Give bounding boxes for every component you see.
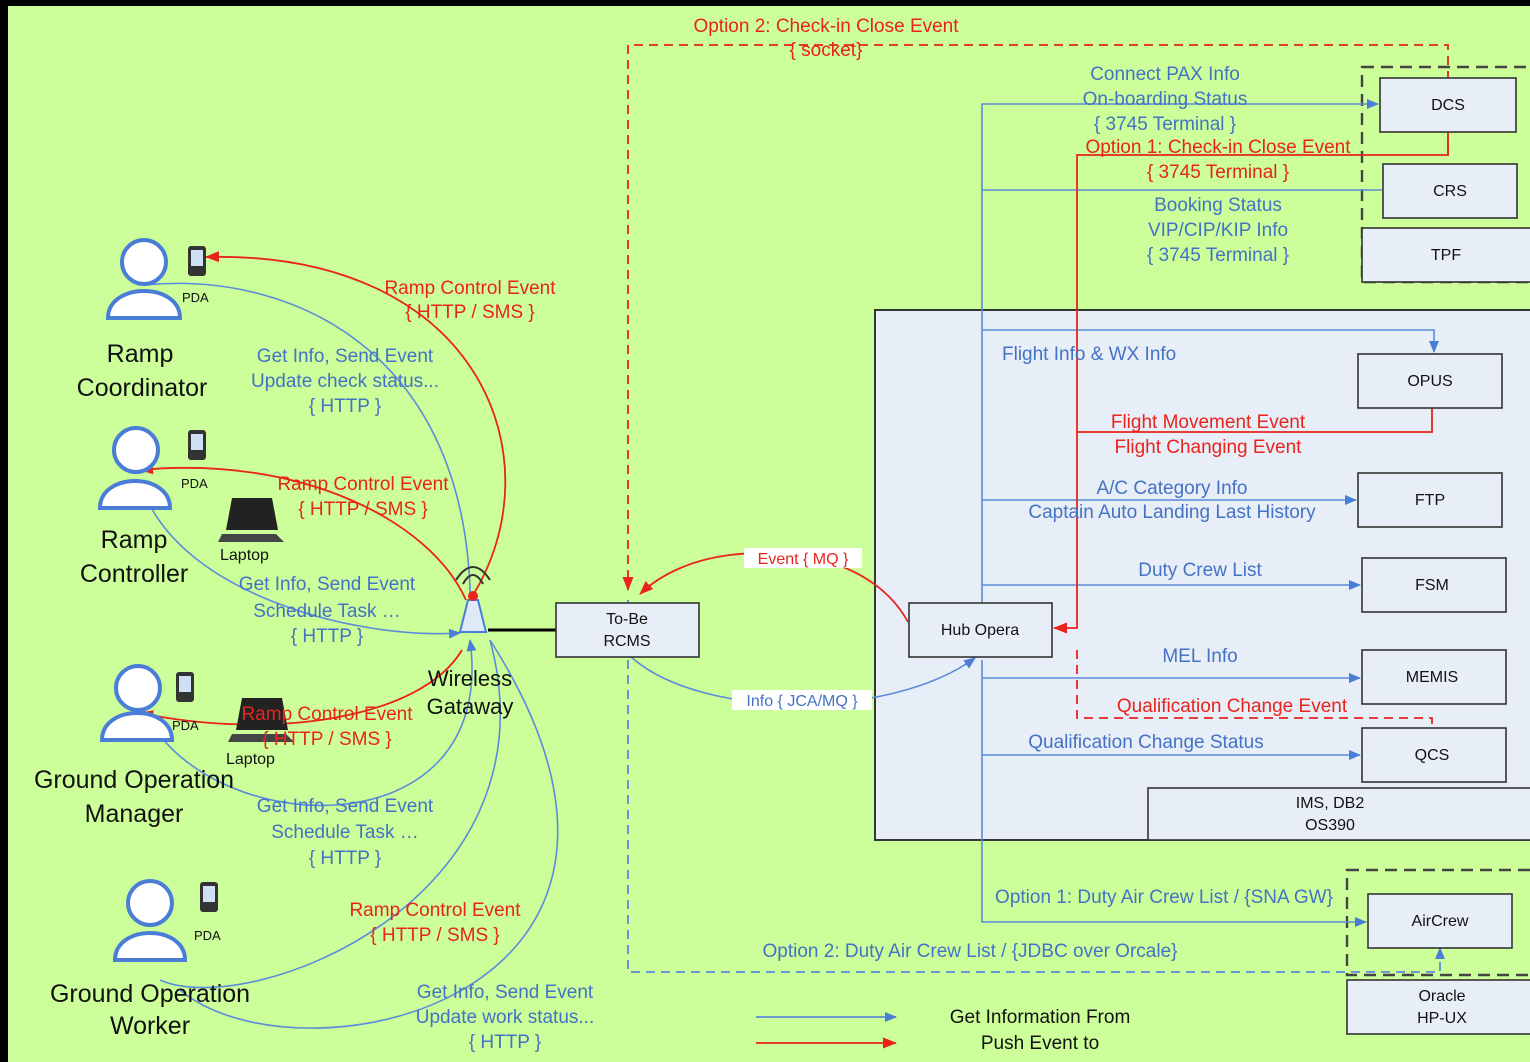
duty-crew-label: Duty Crew List — [1138, 560, 1262, 581]
booking-label-2: VIP/CIP/KIP Info — [1148, 220, 1288, 241]
flight-change-label: Flight Changing Event — [1115, 437, 1303, 458]
flight-wx-label: Flight Info & WX Info — [1002, 344, 1176, 365]
rcms-box[interactable]: To-Be RCMS — [556, 603, 699, 657]
wireless-label-1: Wireless — [428, 666, 512, 691]
get2-label-2: Schedule Task … — [253, 601, 401, 622]
ramp-coordinator-name-2: Coordinator — [77, 374, 208, 402]
get4-label-1: Get Info, Send Event — [417, 982, 594, 1003]
rce1-label-1: Ramp Control Event — [384, 278, 556, 299]
ground-operation-worker-name-2: Worker — [110, 1012, 190, 1040]
opt1-aircrew-label: Option 1: Duty Air Crew List / {SNA GW} — [995, 887, 1333, 908]
get4-label-2: Update work status... — [416, 1007, 594, 1028]
dcs-label: DCS — [1431, 97, 1465, 114]
pda-icon — [188, 246, 206, 276]
get1-label-2: Update check status... — [251, 371, 439, 392]
mel-label: MEL Info — [1162, 646, 1237, 667]
hub-opera-label: Hub Opera — [941, 622, 1019, 639]
qcs-label: QCS — [1415, 747, 1450, 764]
rcms-label-1: To-Be — [606, 611, 648, 628]
event-mq-label: Event { MQ } — [758, 551, 849, 568]
hub-opera-box[interactable]: Hub Opera — [909, 603, 1052, 657]
rce2-label-1: Ramp Control Event — [277, 474, 449, 495]
crs-label: CRS — [1433, 183, 1467, 200]
pda-label: PDA — [172, 718, 199, 733]
opt2-aircrew-label: Option 2: Duty Air Crew List / {JDBC ove… — [763, 941, 1178, 962]
oracle-label-2: HP-UX — [1417, 1010, 1467, 1027]
opt2-checkin-label-1: Option 2: Check-in Close Event — [693, 16, 959, 37]
opt2-checkin-label-2: { socket} — [790, 40, 863, 61]
rce3-label-1: Ramp Control Event — [241, 704, 413, 725]
dcs-box[interactable]: DCS — [1380, 78, 1516, 132]
pda-icon — [176, 672, 194, 702]
flight-move-label: Flight Movement Event — [1111, 412, 1306, 433]
info-jca-label: Info { JCA/MQ } — [746, 693, 858, 710]
get2-label-1: Get Info, Send Event — [239, 574, 416, 595]
rce1-label-2: { HTTP / SMS } — [405, 302, 535, 323]
legend-label-get: Get Information From — [950, 1007, 1131, 1028]
ftp-label: FTP — [1415, 492, 1445, 509]
oracle-label-1: Oracle — [1418, 988, 1465, 1005]
pda-label: PDA — [182, 290, 209, 305]
booking-label-3: { 3745 Terminal } — [1147, 245, 1289, 266]
ftp-box[interactable]: FTP — [1358, 473, 1502, 527]
qcs-box[interactable]: QCS — [1362, 728, 1506, 782]
crs-box[interactable]: CRS — [1383, 164, 1517, 218]
rcms-label-2: RCMS — [603, 633, 650, 650]
rce4-label-1: Ramp Control Event — [349, 900, 521, 921]
ims-box[interactable]: IMS, DB2 OS390 — [1148, 788, 1530, 840]
ims-label-2: OS390 — [1305, 817, 1355, 834]
ramp-controller-name-2: Controller — [80, 560, 188, 588]
opus-label: OPUS — [1407, 373, 1452, 390]
ground-operation-manager-name-1: Ground Operation — [34, 766, 234, 794]
ramp-coordinator-name-1: Ramp — [107, 340, 174, 368]
pda-label: PDA — [181, 476, 208, 491]
memis-label: MEMIS — [1406, 669, 1458, 686]
tpf-box[interactable]: TPF — [1362, 228, 1530, 282]
wireless-label-2: Gataway — [427, 694, 514, 719]
get3-label-3: { HTTP } — [309, 848, 382, 869]
pax-label-2: On-boarding Status — [1083, 89, 1248, 110]
pda-icon — [188, 430, 206, 460]
captain-label: Captain Auto Landing Last History — [1028, 502, 1316, 523]
rce4-label-2: { HTTP / SMS } — [370, 925, 500, 946]
aircrew-box[interactable]: AirCrew — [1368, 894, 1512, 948]
pax-label-1: Connect PAX Info — [1090, 64, 1240, 85]
ground-operation-worker-name-1: Ground Operation — [50, 980, 250, 1008]
laptop-label: Laptop — [220, 547, 269, 564]
rce3-label-2: { HTTP / SMS } — [262, 729, 392, 750]
get2-label-3: { HTTP } — [291, 626, 364, 647]
opus-box[interactable]: OPUS — [1358, 354, 1502, 408]
fsm-box[interactable]: FSM — [1362, 558, 1506, 612]
opt1-checkin-label-2: { 3745 Terminal } — [1147, 162, 1289, 183]
legend-label-push: Push Event to — [981, 1033, 1099, 1054]
memis-box[interactable]: MEMIS — [1362, 650, 1506, 704]
pda-icon — [200, 882, 218, 912]
oracle-box[interactable]: Oracle HP-UX — [1347, 980, 1530, 1034]
aircrew-label: AirCrew — [1412, 913, 1469, 930]
pax-label-3: { 3745 Terminal } — [1094, 114, 1236, 135]
opt1-checkin-label-1: Option 1: Check-in Close Event — [1085, 137, 1351, 158]
get1-label-1: Get Info, Send Event — [257, 346, 434, 367]
get4-label-3: { HTTP } — [469, 1032, 542, 1053]
booking-label-1: Booking Status — [1154, 195, 1282, 216]
tpf-label: TPF — [1431, 247, 1461, 264]
ims-label-1: IMS, DB2 — [1296, 795, 1365, 812]
get3-label-1: Get Info, Send Event — [257, 796, 434, 817]
rce2-label-2: { HTTP / SMS } — [298, 499, 428, 520]
qual-event-label: Qualification Change Event — [1117, 696, 1348, 717]
get3-label-2: Schedule Task … — [271, 822, 419, 843]
get1-label-3: { HTTP } — [309, 396, 382, 417]
ramp-controller-name-1: Ramp — [101, 526, 168, 554]
qual-status-label: Qualification Change Status — [1028, 732, 1264, 753]
fsm-label: FSM — [1415, 577, 1449, 594]
ac-cat-label: A/C Category Info — [1096, 478, 1247, 499]
ground-operation-manager-name-2: Manager — [85, 800, 184, 828]
pda-label: PDA — [194, 928, 221, 943]
